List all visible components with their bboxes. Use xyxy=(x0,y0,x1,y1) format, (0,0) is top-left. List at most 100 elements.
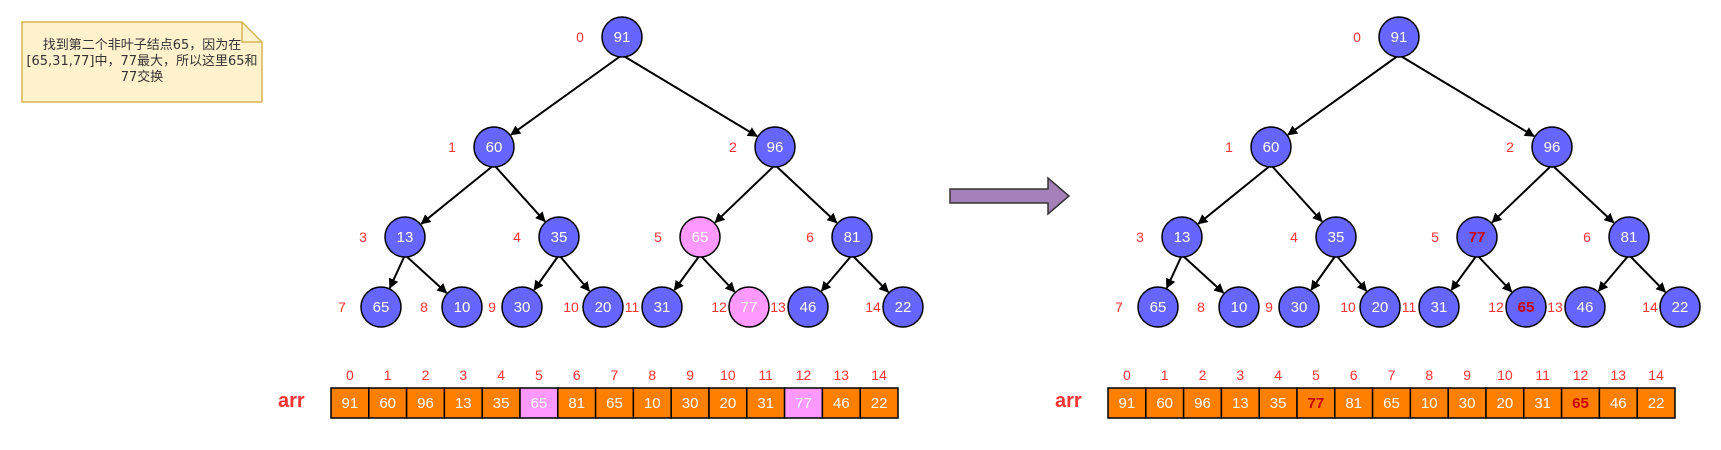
tree-node-value: 60 xyxy=(486,139,503,156)
array-cell-index: 14 xyxy=(871,367,887,383)
tree-node xyxy=(473,126,515,168)
tree-edge xyxy=(673,254,701,291)
tree-node-value: 46 xyxy=(800,299,817,316)
array-cell xyxy=(1409,387,1449,419)
tree-node-value: 22 xyxy=(895,299,912,316)
tree-node-index: 0 xyxy=(1353,29,1361,45)
note-line: [65,31,77]中，77最大，所以这里65和 xyxy=(26,54,258,69)
tree-node-index: 1 xyxy=(1225,139,1233,155)
tree-node-value: 65 xyxy=(373,299,390,316)
array-cell-value: 91 xyxy=(1119,395,1136,412)
array-cell xyxy=(1220,387,1260,419)
tree-node-index: 5 xyxy=(1431,229,1439,245)
tree-edge xyxy=(1270,164,1323,223)
tree-node-index: 13 xyxy=(1547,299,1563,315)
tree-node-value: 20 xyxy=(1372,299,1389,316)
tree-node-index: 2 xyxy=(1506,139,1514,155)
tree-node-index: 14 xyxy=(865,299,881,315)
tree-edge xyxy=(1197,164,1272,225)
array-cell-value: 13 xyxy=(1232,395,1249,412)
tree-node xyxy=(787,286,829,328)
tree-edge xyxy=(699,254,736,293)
array-cell-value: 35 xyxy=(1270,395,1287,412)
array-cell-value: 20 xyxy=(720,395,737,412)
array-cell-value: 81 xyxy=(1345,395,1362,412)
tree-node xyxy=(1608,216,1650,258)
tree-node-index: 8 xyxy=(420,299,428,315)
tree-node-value: 35 xyxy=(1328,229,1345,246)
array-cell-index: 5 xyxy=(1312,367,1320,383)
array-cell-index: 14 xyxy=(1648,367,1664,383)
tree-node-index: 11 xyxy=(625,299,640,315)
array-cell-index: 5 xyxy=(535,367,543,383)
tree-edge xyxy=(493,164,546,223)
note-shape xyxy=(21,21,263,103)
array-cell-index: 7 xyxy=(611,367,619,383)
tree-node-value: 96 xyxy=(767,139,784,156)
array-cell-value: 77 xyxy=(1308,395,1325,412)
array-cell-value: 46 xyxy=(1610,395,1627,412)
array-cell-index: 12 xyxy=(796,367,812,383)
tree-node-value: 91 xyxy=(1391,29,1408,46)
tree-edge xyxy=(1310,254,1337,291)
array-cell-value: 31 xyxy=(757,395,774,412)
tree-edge xyxy=(420,164,495,225)
tree-edge xyxy=(1450,254,1478,291)
tree-node-value: 35 xyxy=(551,229,568,246)
tree-node-index: 8 xyxy=(1197,299,1205,315)
tree-node-index: 1 xyxy=(448,139,456,155)
array-cell xyxy=(368,387,408,419)
tree-node-value: 77 xyxy=(1469,229,1486,246)
array-cell-index: 11 xyxy=(1535,367,1550,383)
array-cell xyxy=(632,387,672,419)
tree-node-value: 96 xyxy=(1544,139,1561,156)
array-cell-index: 3 xyxy=(1236,367,1244,383)
tree-node xyxy=(1659,286,1701,328)
tree-node-value: 91 xyxy=(614,29,631,46)
array-cell-value: 30 xyxy=(682,395,699,412)
tree-edge xyxy=(510,54,623,136)
array-cell-value: 35 xyxy=(493,395,510,412)
tree-node-value: 22 xyxy=(1672,299,1689,316)
array-cell-index: 1 xyxy=(384,367,392,383)
array-cell-index: 13 xyxy=(1611,367,1627,383)
tree-node-index: 13 xyxy=(770,299,786,315)
array-cell-index: 2 xyxy=(422,367,430,383)
tree-node-value: 10 xyxy=(454,299,471,316)
array-cell-index: 8 xyxy=(1425,367,1433,383)
tree-node-value: 10 xyxy=(1231,299,1248,316)
tree-node-value: 31 xyxy=(1431,299,1448,316)
array-cell-index: 3 xyxy=(459,367,467,383)
array-cell-value: 96 xyxy=(417,395,434,412)
tree-node-index: 5 xyxy=(654,229,662,245)
array-cell xyxy=(1296,387,1336,419)
tree-edge xyxy=(388,254,406,289)
tree-edge xyxy=(1398,54,1535,138)
array-cell xyxy=(783,387,824,419)
tree-node-index: 4 xyxy=(1290,229,1298,245)
tree-node xyxy=(601,16,643,58)
tree-node-index: 7 xyxy=(338,299,346,315)
note-line: 找到第二个非叶子结点65，因为在 xyxy=(42,38,242,53)
tree-node-index: 2 xyxy=(729,139,737,155)
tree-node xyxy=(1250,126,1292,168)
arr-label-left: arr xyxy=(278,390,305,412)
array-cell-value: 81 xyxy=(568,395,585,412)
array-cell xyxy=(519,387,559,419)
tree-node-value: 31 xyxy=(654,299,671,316)
tree-node xyxy=(1161,216,1203,258)
array-cell-value: 65 xyxy=(1383,395,1400,412)
tree-edge xyxy=(851,254,890,293)
tree-node-value: 30 xyxy=(1291,299,1308,316)
tree-node xyxy=(728,286,770,328)
tree-node-index: 6 xyxy=(806,229,814,245)
tree-node xyxy=(641,286,683,328)
array-cell xyxy=(1145,387,1185,419)
tree-edge xyxy=(1476,254,1513,293)
tree-node-value: 77 xyxy=(741,299,758,316)
arr-label-right: arr xyxy=(1055,390,1082,412)
array-cell-index: 10 xyxy=(1497,367,1513,383)
tree-node xyxy=(1378,16,1420,58)
tree-node xyxy=(882,286,924,328)
tree-node-value: 65 xyxy=(692,229,709,246)
